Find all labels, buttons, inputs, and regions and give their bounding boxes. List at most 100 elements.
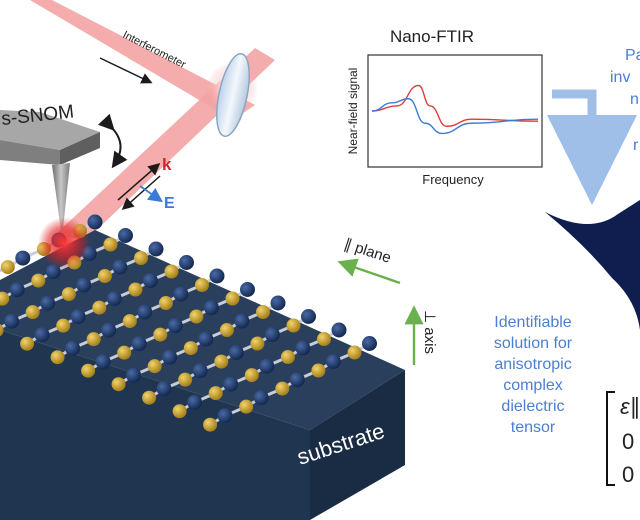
gold-atom: [0, 324, 4, 337]
navy-atom: [253, 390, 269, 406]
cantilever-front: [0, 140, 60, 165]
gold-atom: [280, 350, 295, 365]
navy-atom: [4, 313, 20, 329]
navy-atom: [362, 336, 377, 351]
gold-atom: [178, 372, 193, 387]
solution-text: Identifiable solution for anisotropic co…: [494, 314, 573, 436]
tensor-element-top: ε∥: [620, 394, 640, 419]
chart-series: [371, 84, 539, 135]
gold-atom: [311, 363, 326, 378]
navy-atom: [228, 345, 244, 361]
parallel-plane-label: ∥ plane: [342, 236, 393, 267]
gold-atom: [208, 386, 223, 401]
gold-atom: [239, 399, 254, 414]
substrate-right-face: [310, 370, 405, 520]
navy-atom: [70, 309, 86, 325]
cantilever-side: [60, 132, 100, 165]
gold-atom: [183, 341, 198, 356]
k-label: k: [162, 155, 172, 174]
dark-curve-shape: [545, 200, 640, 330]
beam-interferometer: [30, 0, 255, 120]
gold-atom: [219, 323, 234, 338]
navy-atom: [9, 282, 25, 298]
gold-atom: [244, 368, 259, 383]
navy-atom: [198, 331, 214, 347]
gold-atom: [61, 287, 76, 302]
e-label: E: [164, 195, 175, 212]
navy-atom: [131, 336, 147, 352]
near-field-hotspot: [38, 217, 90, 269]
gold-atom: [20, 336, 35, 351]
substrate-front-face: [0, 330, 310, 520]
navy-atom: [295, 340, 311, 356]
right-text-line-1: Pa: [625, 47, 640, 64]
flow-arrow: [547, 89, 637, 205]
navy-atom: [137, 304, 153, 320]
gold-atom: [86, 332, 101, 347]
gold-atom: [0, 260, 15, 275]
navy-atom: [112, 259, 128, 275]
navy-atom: [325, 354, 341, 370]
navy-atom: [192, 363, 208, 379]
ssnom-probe: [0, 110, 128, 238]
gold-atom: [81, 363, 96, 378]
navy-atom: [148, 241, 164, 257]
gold-atom: [153, 327, 168, 342]
gold-atom: [225, 291, 240, 306]
navy-atom: [173, 286, 189, 302]
navy-atom: [34, 327, 50, 343]
navy-atom: [270, 295, 286, 311]
interferometer-arrow: [99, 57, 153, 84]
navy-atom: [118, 228, 133, 243]
navy-atom: [101, 322, 117, 338]
navy-atom: [167, 318, 183, 334]
tensor-element-mid: 0: [622, 429, 634, 454]
navy-atom: [65, 340, 81, 356]
gold-atom: [158, 296, 173, 311]
right-text-line-4: r: [633, 137, 639, 154]
navy-atom: [289, 372, 305, 388]
navy-atom: [87, 214, 103, 230]
solution-line-1: Identifiable: [494, 314, 571, 331]
tensor-matrix: ε∥ 0 0: [606, 391, 640, 487]
perp-axis-label: ⊥ axis: [421, 310, 438, 354]
navy-atom: [217, 408, 233, 424]
gold-atom: [103, 237, 118, 252]
chart-series-line-2: [371, 98, 539, 135]
navy-atom: [203, 300, 219, 316]
navy-atom: [301, 309, 316, 324]
gold-atom: [50, 350, 65, 365]
probe-tip: [52, 163, 70, 238]
navy-atom: [240, 282, 255, 297]
navy-atom: [223, 376, 239, 392]
solution-line-4: complex: [503, 377, 563, 394]
right-text-line-2: inv: [610, 69, 630, 86]
solution-line-5: dielectric: [501, 398, 564, 415]
gold-atom: [195, 278, 209, 292]
gold-atom: [203, 417, 218, 432]
gold-atom: [134, 251, 148, 265]
navy-atom: [234, 313, 250, 329]
gold-atom: [214, 354, 229, 369]
cantilever-top: [0, 110, 100, 150]
gold-atom: [172, 404, 187, 419]
navy-atom: [331, 322, 347, 338]
navy-atom: [15, 250, 31, 266]
gold-atom: [189, 309, 204, 324]
gold-atom: [275, 381, 290, 396]
gold-atom: [25, 305, 40, 320]
gold-atom: [286, 318, 301, 333]
gold-atom: [0, 291, 10, 306]
gold-atom: [250, 336, 265, 351]
gold-atom: [97, 269, 112, 284]
lens: [216, 53, 250, 137]
e-arrow: [139, 185, 163, 203]
gold-atom: [111, 377, 126, 392]
gold-atom: [317, 332, 331, 346]
gold-atom: [347, 345, 362, 360]
gold-atom: [92, 300, 107, 315]
gold-atom: [56, 318, 71, 333]
chart-title: Nano-FTIR: [390, 27, 474, 46]
chart-frame: [367, 54, 543, 168]
